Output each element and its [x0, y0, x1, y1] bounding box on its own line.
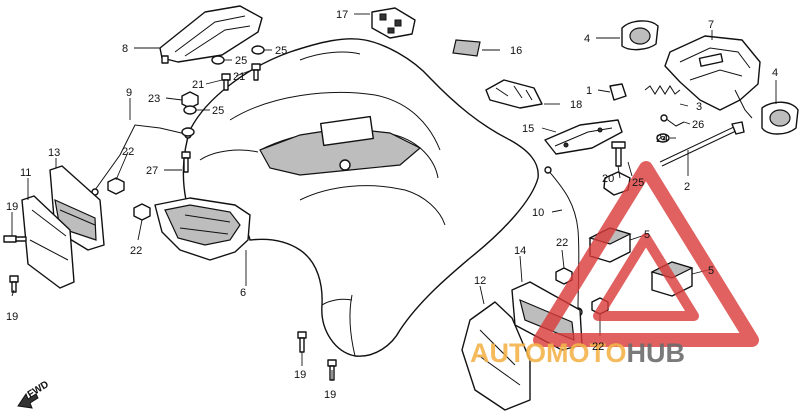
- washer-25d: [181, 127, 195, 137]
- part-24-washer: [656, 133, 670, 143]
- rear-fender: [182, 38, 539, 357]
- callout-26: 26: [692, 119, 704, 131]
- callout-3: 3: [696, 101, 702, 113]
- bolt-19a: [3, 235, 27, 243]
- washer-25a: [251, 45, 265, 55]
- part-9-rod: [91, 124, 192, 196]
- callout-4b: 4: [772, 67, 778, 79]
- svg-text:AUTOMOTOHUB: AUTOMOTOHUB: [470, 338, 685, 368]
- watermark-moto: MOTO: [546, 338, 627, 368]
- leader-lines: [11, 13, 777, 380]
- part-4-grommet-left: [621, 20, 659, 51]
- callout-11: 11: [20, 167, 31, 179]
- part-1-bushing: [609, 83, 627, 101]
- washer-25b: [211, 55, 225, 65]
- part-8-cover: [159, 5, 263, 64]
- nut-22a: [107, 177, 125, 195]
- callout-12: 12: [474, 275, 486, 287]
- callout-21b: 21: [233, 71, 245, 83]
- callout-25c: 25: [212, 105, 224, 117]
- callout-9: 9: [126, 87, 132, 99]
- callout-19a: 19: [6, 201, 18, 213]
- callout-25b: 25: [235, 55, 247, 67]
- callout-15: 15: [522, 123, 534, 135]
- callout-19d: 19: [324, 389, 336, 401]
- callout-25d: 25: [632, 177, 644, 189]
- part-12-flap: [461, 301, 531, 411]
- callout-22a: 22: [122, 146, 134, 158]
- callout-13: 13: [48, 147, 60, 159]
- part-17-clip: [371, 7, 416, 39]
- part-16-label: [452, 39, 481, 57]
- part-15-bracket: [544, 119, 623, 155]
- callout-8: 8: [122, 43, 128, 55]
- callout-5b: 5: [708, 265, 714, 277]
- callout-4a: 4: [584, 33, 590, 45]
- callout-21a: 21: [192, 79, 204, 91]
- part-7-bracket: [664, 35, 761, 119]
- callout-7: 7: [708, 19, 714, 31]
- part-18-plate: [485, 79, 543, 109]
- nut-22b: [133, 203, 151, 221]
- bolt-21b: [251, 63, 261, 81]
- callout-16: 16: [510, 45, 522, 57]
- callout-5a: 5: [644, 229, 650, 241]
- callout-10: 10: [532, 207, 544, 219]
- callout-27: 27: [146, 165, 158, 177]
- nut-23: [181, 91, 199, 109]
- callout-14: 14: [514, 245, 526, 257]
- callout-numbers: 8 25 25 21 21 23 25 9 22 27 13 11 19 19 …: [6, 9, 778, 401]
- callout-2: 2: [684, 181, 690, 193]
- callout-18: 18: [570, 99, 582, 111]
- callout-17: 17: [336, 9, 348, 21]
- watermark-triangle-inner: [593, 233, 699, 321]
- callout-22d: 22: [592, 341, 604, 353]
- fender-flap: [154, 197, 251, 261]
- bolt-19c: [297, 331, 307, 353]
- fwd-arrow-icon: [17, 392, 39, 409]
- callout-20: 20: [602, 173, 614, 185]
- callout-22c: 22: [556, 237, 568, 249]
- watermark: AUTOMOTOHUB: [470, 161, 759, 368]
- callout-23: 23: [148, 93, 160, 105]
- part-20-bolt: [611, 141, 626, 167]
- part-2-rod: [659, 121, 745, 167]
- callout-19b: 19: [6, 311, 18, 323]
- part-4-grommet-right: [761, 101, 799, 135]
- callout-24: 24: [656, 133, 668, 145]
- fwd-indicator: FWD: [17, 379, 51, 409]
- fwd-label: FWD: [26, 379, 51, 400]
- part-26-cable: [660, 114, 685, 127]
- callout-22b: 22: [130, 245, 142, 257]
- callout-6: 6: [240, 287, 246, 299]
- bolt-27: [181, 151, 191, 173]
- watermark-auto: AUTO: [470, 338, 546, 368]
- part-11-flap: [21, 195, 75, 289]
- callout-25a: 25: [275, 45, 287, 57]
- watermark-hub: HUB: [627, 338, 686, 368]
- callout-19c: 19: [294, 369, 306, 381]
- bolt-21a: [221, 73, 231, 91]
- watermark-triangle-outer: [533, 161, 759, 347]
- part-3-spring: [644, 85, 681, 95]
- callout-1: 1: [586, 85, 592, 97]
- washer-25c: [183, 105, 197, 115]
- bolt-19b: [9, 275, 19, 293]
